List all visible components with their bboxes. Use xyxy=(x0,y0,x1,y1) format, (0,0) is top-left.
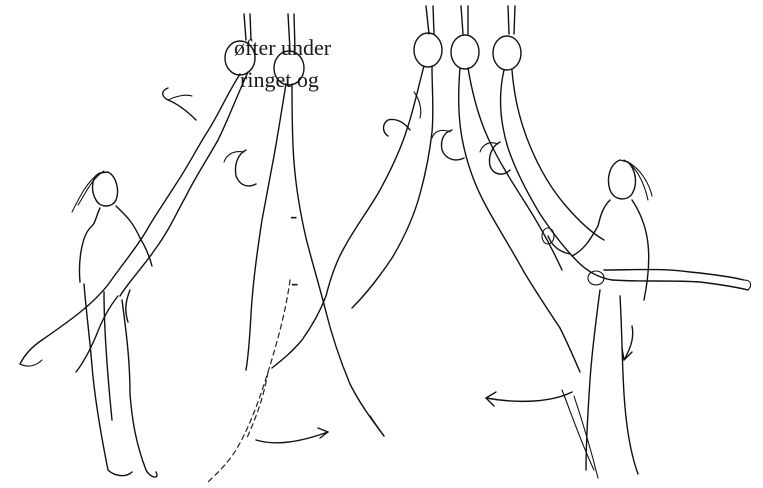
arrow-right-swing xyxy=(256,432,328,443)
gymnast-5 xyxy=(480,70,751,290)
gymnast-2 xyxy=(208,84,384,482)
gymnast-1 xyxy=(20,72,248,372)
gymnast-3 xyxy=(272,66,433,368)
spotter-right xyxy=(542,160,652,474)
spotter-left xyxy=(72,171,157,477)
swing-arrows xyxy=(256,326,633,478)
rings-right-trio xyxy=(414,6,521,70)
rings-left-pair xyxy=(225,14,304,85)
arrow-left-swing xyxy=(486,392,572,401)
gymnast-4 xyxy=(432,68,580,372)
